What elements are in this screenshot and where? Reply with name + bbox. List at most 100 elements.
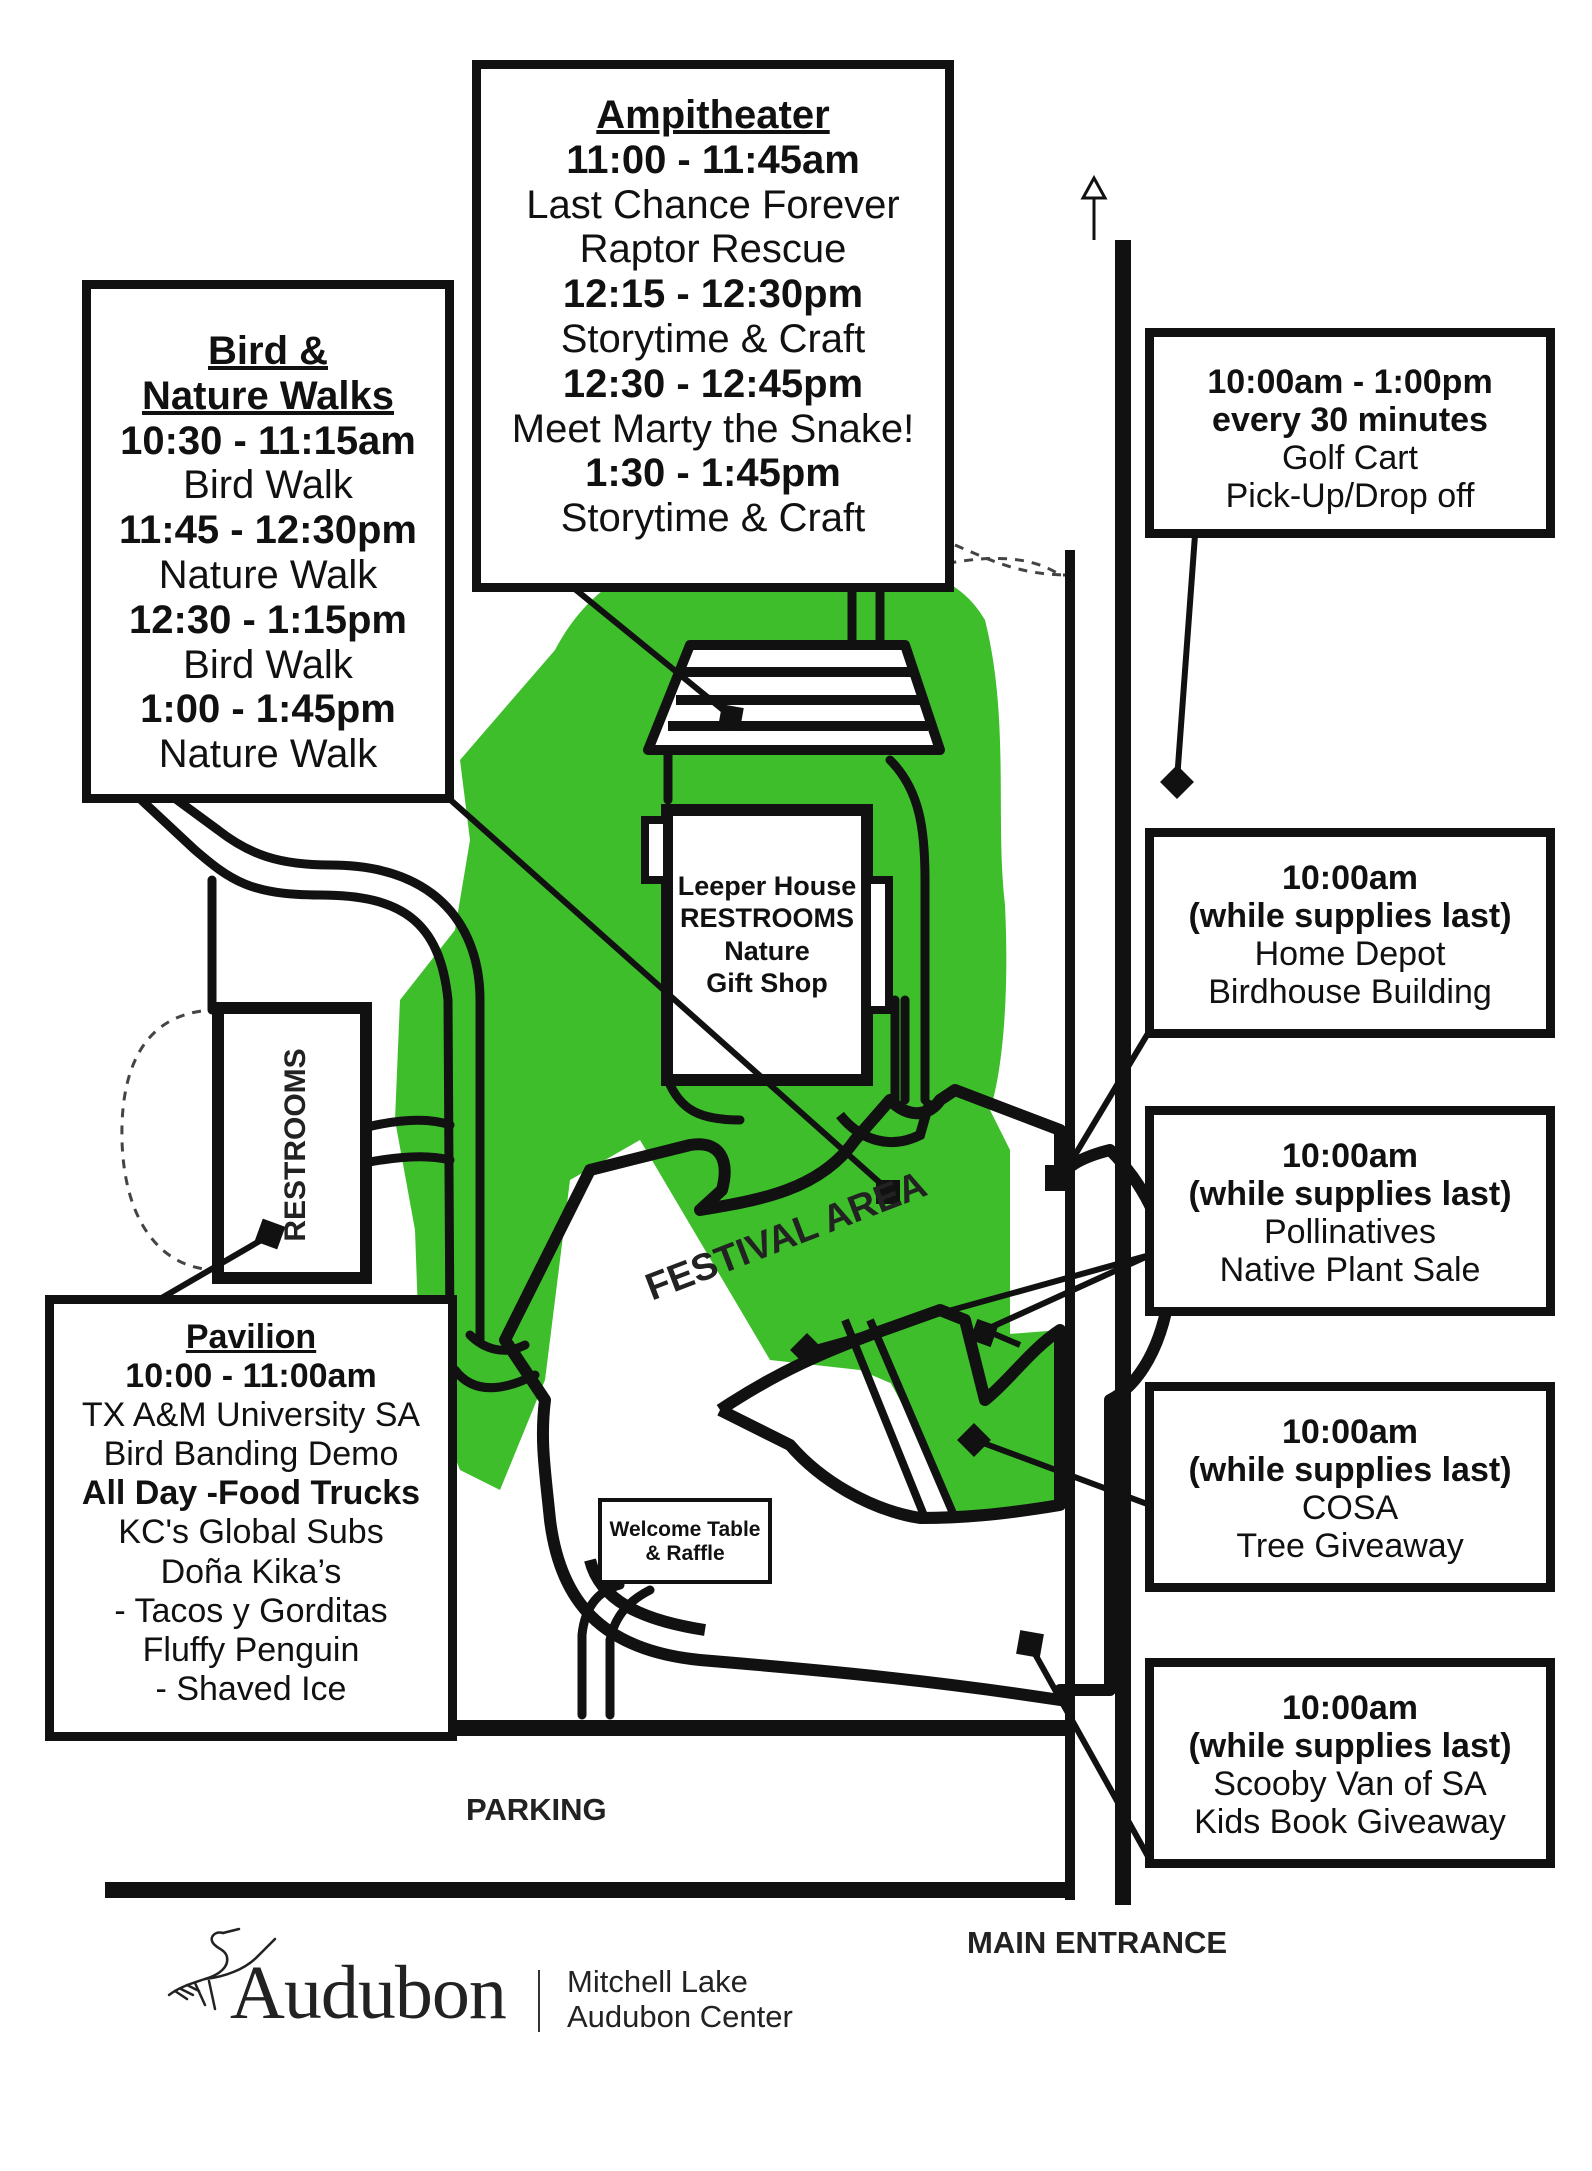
leeper-house-walk-loop bbox=[836, 1098, 935, 1148]
schedule-line: Bird Walk bbox=[183, 642, 353, 687]
garden-path-b bbox=[866, 1318, 959, 1520]
schedule-line: Doña Kika’s bbox=[160, 1552, 342, 1591]
schedule-line: Raptor Rescue bbox=[579, 227, 847, 272]
leader-cosa bbox=[973, 1437, 1152, 1508]
schedule-line: 1:30 - 1:45pm bbox=[585, 451, 841, 496]
schedule-line: Nature Walk bbox=[158, 732, 378, 777]
dashed-trail-west bbox=[120, 1008, 219, 1272]
schedule-line: Golf Cart bbox=[1281, 439, 1419, 478]
marker-amphitheater bbox=[718, 704, 744, 730]
marker-cosa bbox=[957, 1423, 991, 1457]
garden-bed bbox=[716, 1304, 1066, 1524]
amphitheater-title: Ampitheater bbox=[596, 93, 830, 137]
leeper-house-gift-shop: Gift Shop bbox=[706, 968, 828, 999]
schedule-line: Pollinatives bbox=[1264, 1213, 1436, 1252]
schedule-line: Tree Giveaway bbox=[1236, 1527, 1464, 1566]
marker-scooby bbox=[1016, 1630, 1044, 1658]
welcome-table-line2: & Raffle bbox=[645, 1541, 725, 1565]
pavilion-title: Pavilion bbox=[185, 1318, 317, 1356]
schedule-line: Home Depot bbox=[1254, 935, 1446, 974]
walkway-leeper-loop-right-inner bbox=[890, 995, 910, 1105]
schedule-line: Last Chance Forever bbox=[526, 182, 900, 227]
schedule-line: (while supplies last) bbox=[1188, 1727, 1512, 1766]
schedule-line: Nature Walk bbox=[158, 552, 378, 597]
schedule-line: - Tacos y Gorditas bbox=[114, 1591, 388, 1630]
schedule-line: 12:15 - 12:30pm bbox=[562, 272, 864, 317]
schedule-line: TX A&M University SA bbox=[81, 1396, 421, 1435]
schedule-line: 12:30 - 12:45pm bbox=[562, 361, 864, 406]
leader-amphitheater bbox=[568, 582, 735, 721]
marker-pollinatives bbox=[790, 1333, 824, 1367]
pollinatives-box: 10:00am(while supplies last)Pollinatives… bbox=[1145, 1106, 1555, 1316]
garden-bed-outline bbox=[716, 1304, 1066, 1524]
leeper-house-label: Leeper House RESTROOMS Nature Gift Shop bbox=[672, 870, 862, 1000]
leader-pollinatives bbox=[807, 1252, 1151, 1353]
marker-pavilion bbox=[254, 1218, 286, 1250]
walkway-leeper-loop-right bbox=[885, 755, 930, 1105]
marker-pollinatives-b bbox=[969, 1318, 999, 1348]
leeper-house-building bbox=[641, 804, 935, 1148]
schedule-line: 12:30 - 1:15pm bbox=[129, 597, 407, 642]
schedule-line: 1:00 - 1:45pm bbox=[140, 687, 396, 732]
leader-walks bbox=[443, 792, 890, 1193]
parking-label: PARKING bbox=[466, 1792, 607, 1827]
schedule-line: Pick-Up/Drop off bbox=[1225, 477, 1475, 516]
welcome-table-sign bbox=[598, 1498, 772, 1584]
leader-pollinatives-b bbox=[983, 1252, 1152, 1333]
audubon-wordmark: Audubon bbox=[230, 1951, 507, 2035]
leeper-house-restrooms: RESTROOMS bbox=[679, 903, 854, 934]
leeper-house-porch-left bbox=[641, 816, 671, 884]
walkways bbox=[115, 585, 930, 1720]
schedule-line: Fluffy Penguin bbox=[142, 1630, 360, 1669]
schedule-line: Storytime & Craft bbox=[560, 316, 866, 361]
schedule-line: (while supplies last) bbox=[1188, 897, 1512, 936]
welcome-table-line1: Welcome Table bbox=[609, 1518, 761, 1541]
walkway-south-b bbox=[577, 1580, 625, 1720]
logo-sub-line2: Audubon Center bbox=[567, 1998, 793, 2034]
schedule-line: Meet Marty the Snake! bbox=[511, 406, 915, 451]
schedule-line: 11:45 - 12:30pm bbox=[119, 508, 417, 553]
restrooms-west-label: RESTROOMS bbox=[279, 1048, 312, 1242]
leeper-house-name: Leeper House bbox=[677, 871, 857, 901]
schedule-line: 10:00 - 11:00am bbox=[125, 1357, 377, 1396]
schedule-line: 10:00am bbox=[1281, 859, 1419, 897]
green-area-lobe bbox=[460, 883, 570, 1040]
schedule-line: KC's Global Subs bbox=[118, 1513, 384, 1552]
pollinatives-lines: 10:00am(while supplies last)Pollinatives… bbox=[1154, 1137, 1546, 1289]
schedule-line: - Shaved Ice bbox=[155, 1669, 347, 1708]
leader-golf-cart bbox=[1174, 534, 1198, 781]
marker-golf-cart bbox=[1160, 765, 1194, 799]
schedule-line: Kids Book Giveaway bbox=[1194, 1803, 1506, 1842]
schedule-line: Native Plant Sale bbox=[1219, 1251, 1481, 1290]
welcome-table-label: Welcome Table & Raffle bbox=[602, 1518, 768, 1565]
leader-home-depot bbox=[1057, 1028, 1153, 1182]
schedule-line: 10:30 - 11:15am bbox=[120, 418, 416, 463]
leader-markers bbox=[254, 704, 1194, 1658]
leeper-house-porch-right bbox=[863, 876, 893, 1014]
walkway-pavilion-link-a bbox=[450, 1365, 540, 1393]
schedule-line: 10:00am bbox=[1281, 1137, 1419, 1175]
scooby-lines: 10:00am(while supplies last)Scooby Van o… bbox=[1154, 1689, 1546, 1841]
walkway-west-inner bbox=[145, 775, 485, 1345]
schedule-line: every 30 minutes bbox=[1212, 401, 1488, 440]
marker-home-depot bbox=[1045, 1165, 1071, 1191]
schedule-line: Birdhouse Building bbox=[1208, 973, 1492, 1012]
dashed-trails bbox=[120, 543, 1069, 1272]
schedule-line: 10:00am bbox=[1281, 1413, 1419, 1451]
amphitheater-shape bbox=[643, 640, 945, 755]
logo-subtitle: Mitchell Lake Audubon Center bbox=[567, 1964, 793, 2034]
egret-icon bbox=[167, 1927, 277, 2011]
schedule-line: Bird Banding Demo bbox=[103, 1435, 399, 1474]
dashed-trail-north bbox=[778, 543, 1068, 582]
